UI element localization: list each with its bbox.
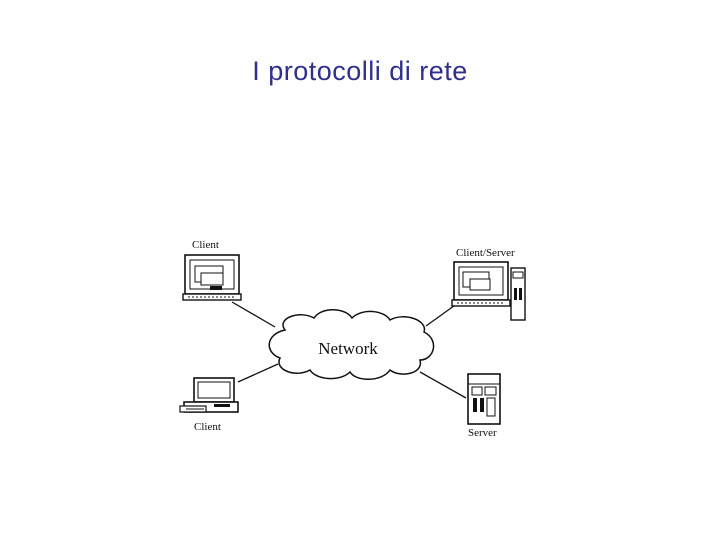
client-server-label: Client/Server	[456, 247, 515, 259]
client-top-computer-icon	[182, 254, 242, 301]
link-server	[419, 371, 467, 399]
link-client-top	[231, 301, 276, 328]
network-cloud	[268, 309, 435, 380]
link-client-bottom	[237, 363, 279, 383]
slide-title: I protocolli di rete	[252, 56, 468, 86]
client-top-label: Client	[192, 239, 219, 251]
network-label: Network	[318, 339, 378, 358]
client-bottom-label: Client	[194, 421, 221, 433]
server-tower-icon	[467, 373, 501, 425]
server-label: Server	[468, 427, 497, 439]
link-client-server	[425, 302, 459, 327]
client-server-computer-icon	[451, 261, 526, 321]
client-bottom-computer-icon	[179, 377, 239, 413]
